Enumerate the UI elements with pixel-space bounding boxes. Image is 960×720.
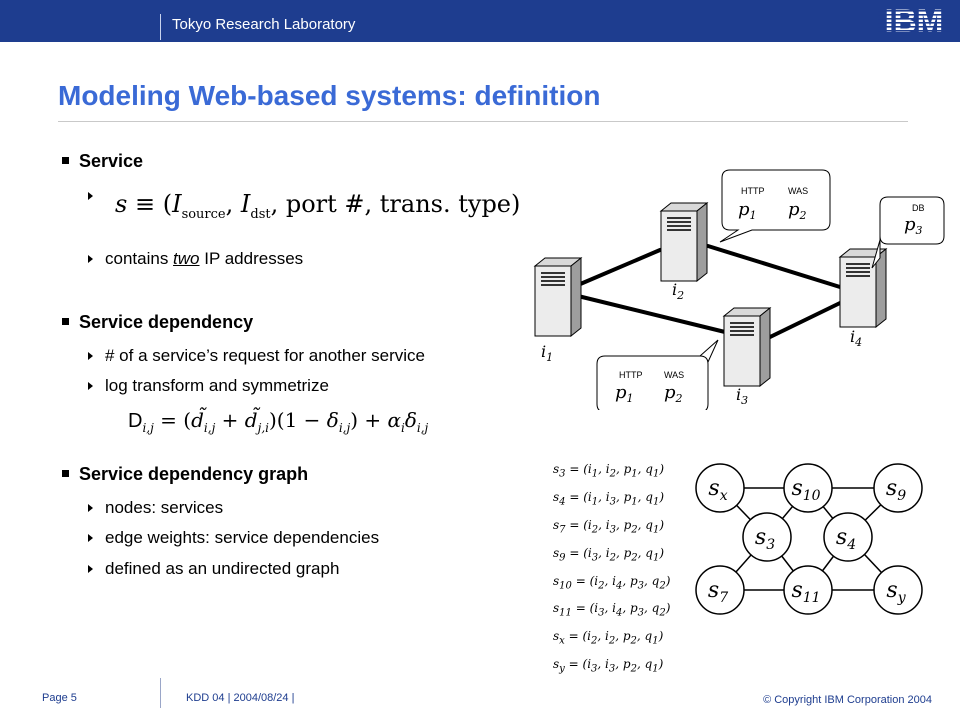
service-definition: s7 = (i2, i3, p2, q1) [553,517,665,536]
service-heading: Service [62,151,143,172]
graph-node-sy [873,565,923,615]
arrow-bullet-icon [88,534,93,542]
header-bar: Tokyo Research Laboratory IBM [0,0,960,42]
network-diagram: i1 i2 i3 i4 HTTP WAS p1 p2 DB p3 HTTP WA… [534,169,945,410]
graph-node-s10 [783,463,833,513]
service-definition: s10 = (i2, i4, p3, q2) [553,573,671,591]
service-formula: s ≡ (Isource, Idst, port #, trans. type) [115,190,521,222]
arrow-bullet-icon [88,382,93,390]
dependency-item: # of a service’s request for another ser… [88,346,425,366]
arrow-bullet-icon [88,352,93,360]
dependency-graph: sx s10 s9 s3 s4 s7 s11 sy [695,463,923,615]
service-definition: s11 = (i3, i4, p3, q2) [553,601,671,619]
graph-node-s3 [742,512,792,562]
server-icon [660,202,708,282]
ibm-logo: IBM [878,3,950,39]
service-definition: s9 = (i3, i2, p2, q1) [553,545,665,564]
copyright: © Copyright IBM Corporation 2004 [763,694,932,706]
callout-bubble: HTTP WAS p1 p2 [596,339,719,410]
server-icon [534,257,582,337]
arrow-bullet-icon [88,504,93,512]
service-definition: s4 = (i1, i3, p1, q1) [553,489,665,508]
host-label-i4: i4 [850,327,862,349]
svg-text:WAS: WAS [664,370,684,380]
svg-text:IBM: IBM [885,3,944,39]
callout-bubble: HTTP WAS p1 p2 [719,169,831,243]
server-icon [723,307,771,387]
service-definitions: s3 = (i1, i2, p1, q1) s4 = (i1, i3, p1, … [553,458,670,681]
graph-node-s11 [783,565,833,615]
graph-heading: Service dependency graph [62,464,308,485]
formula-bullet [88,186,105,206]
graph-item: edge weights: service dependencies [88,528,379,548]
square-bullet-icon [62,469,69,477]
graph-node-s7 [695,565,745,615]
server-icon [839,248,887,328]
svg-text:HTTP: HTTP [619,370,643,380]
arrow-bullet-icon [88,192,93,200]
service-definition: sy = (i3, i3, p2, q1) [553,657,664,675]
graph-node-sx [695,463,745,513]
square-bullet-icon [62,317,69,325]
service-note: contains two IP addresses [88,249,303,269]
arrow-bullet-icon [88,255,93,263]
graph-node-s4 [823,512,873,562]
service-definition: sx = (i2, i2, p2, q1) [553,629,664,647]
lab-name: Tokyo Research Laboratory [172,16,356,33]
dependency-heading: Service dependency [62,312,253,333]
svg-text:HTTP: HTTP [741,186,765,196]
graph-node-s9 [873,463,923,513]
page-number: Page 5 [42,692,77,704]
square-bullet-icon [62,156,69,164]
arrow-bullet-icon [88,565,93,573]
service-definition: s3 = (i1, i2, p1, q1) [553,462,665,480]
host-label-i3: i3 [736,385,748,407]
svg-text:DB: DB [912,203,925,213]
host-label-i2: i2 [672,280,684,302]
graph-item: nodes: services [88,498,223,518]
callout-bubble: DB p3 [871,196,945,269]
title-underline [58,121,908,122]
host-label-i1: i1 [541,342,553,364]
graph-item: defined as an undirected graph [88,559,339,579]
dependency-item: log transform and symmetrize [88,376,329,396]
dependency-formula: Di,j = (d̃i,j + d̃j,i)(1 − δi,j) + αiδi,… [128,408,429,435]
header-divider [160,14,161,40]
svg-text:WAS: WAS [788,186,808,196]
slide-title: Modeling Web-based systems: definition [58,80,601,111]
conference-label: KDD 04 | 2004/08/24 | [186,692,295,704]
footer-divider [160,678,161,708]
